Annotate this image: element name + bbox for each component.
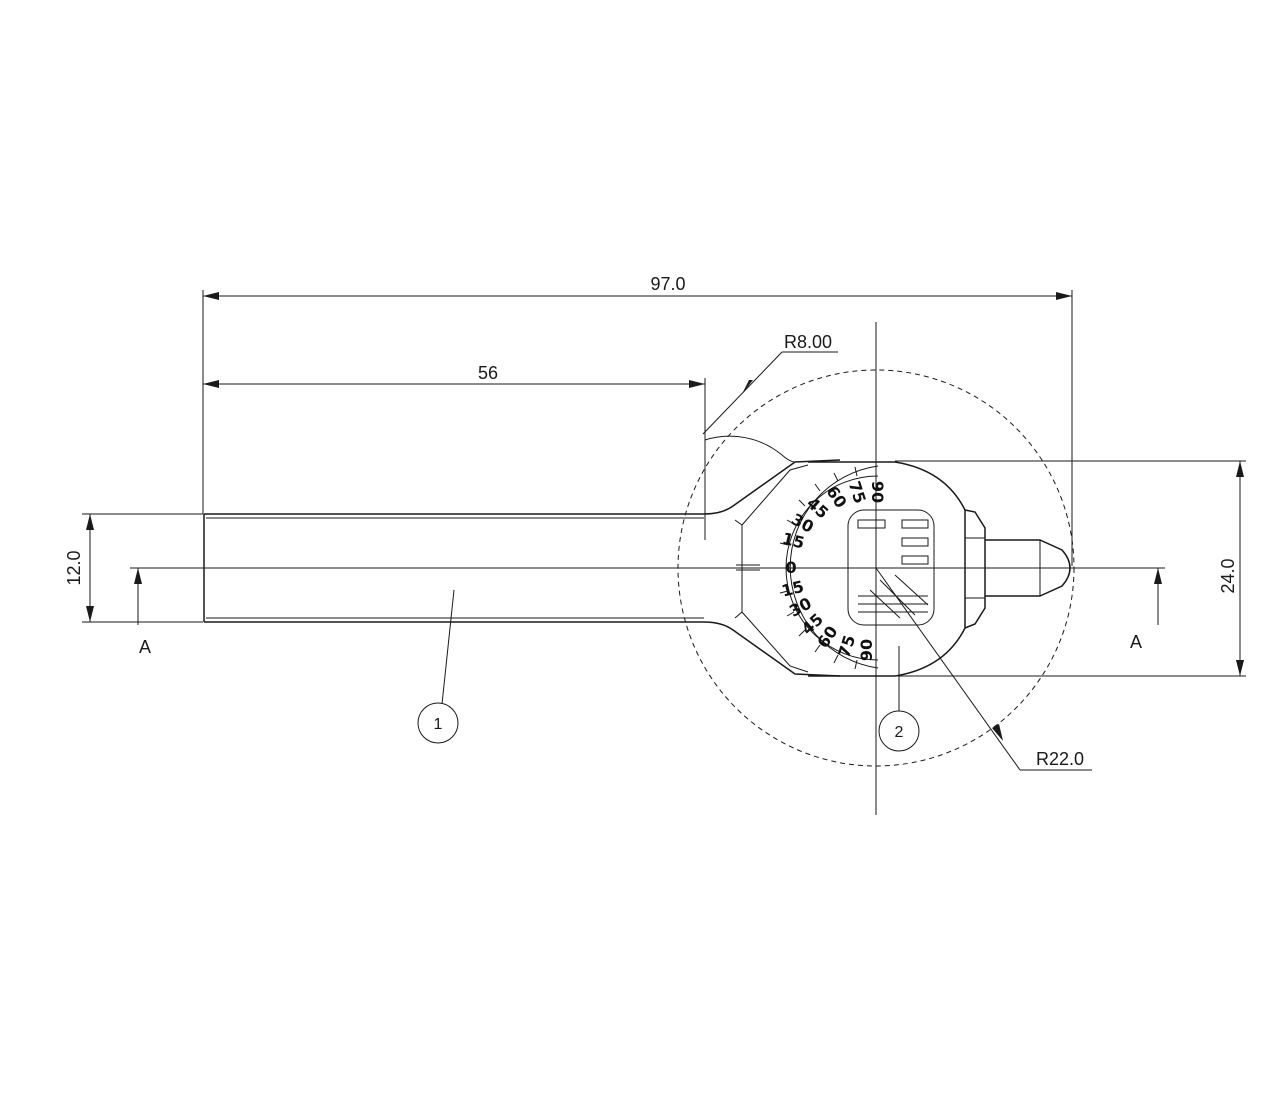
dimension-overall-length: 97.0 [202, 274, 1073, 566]
dial-tick-label: 90 [868, 481, 887, 503]
hex-nut [964, 509, 986, 629]
head-outline [808, 461, 966, 677]
dimension-head-height: 24.0 [895, 460, 1246, 677]
dimension-text: R8.00 [784, 332, 832, 352]
dimension-shaft-length: 56 [203, 363, 706, 540]
balloon-label: 1 [434, 716, 443, 733]
dial-tick-marks [778, 466, 858, 670]
dial-tick-label: 90 [857, 639, 876, 661]
dial-tick-label: 0 [785, 558, 796, 577]
dimension-text: 24.0 [1218, 558, 1238, 593]
fillet-arc [704, 435, 796, 463]
dimension-text: 97.0 [650, 274, 685, 294]
section-marker-right: A [1130, 568, 1162, 652]
balloon-1: 1 [417, 589, 459, 744]
dimension-dial-radius: R22.0 [875, 567, 1092, 771]
dimension-text: 56 [478, 363, 498, 383]
dimension-text: R22.0 [1036, 749, 1084, 769]
dial-tick-label: 15 [780, 529, 806, 553]
dimension-shaft-diameter: 12.0 [64, 513, 203, 623]
section-marker-left: A [134, 568, 151, 657]
section-label: A [139, 637, 151, 657]
dial-tick-label: 15 [780, 577, 806, 601]
dimension-text: 12.0 [64, 550, 84, 585]
balloon-2: 2 [878, 646, 920, 752]
dimension-fillet-radius: R8.00 [702, 332, 838, 435]
balloon-label: 2 [895, 724, 904, 741]
knob-knurl [857, 519, 929, 619]
section-label: A [1130, 632, 1142, 652]
